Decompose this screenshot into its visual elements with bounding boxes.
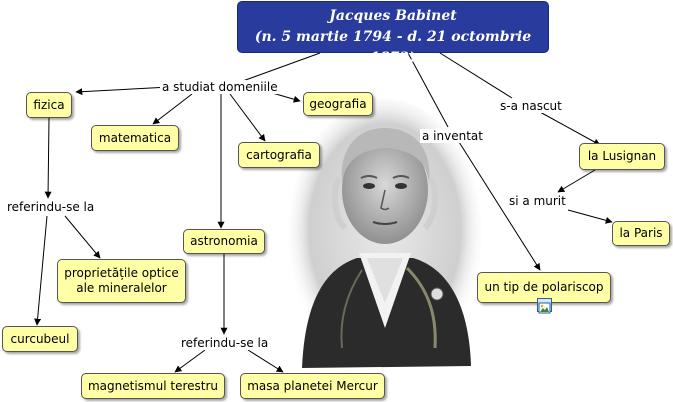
title-node[interactable]: Jacques Babinet (n. 5 martie 1794 - d. 2… bbox=[237, 1, 549, 53]
node-curcubeul[interactable]: curcubeul bbox=[2, 326, 78, 352]
node-fizica[interactable]: fizica bbox=[26, 92, 72, 118]
node-optical-properties-line1: proprietățile optice bbox=[64, 266, 179, 281]
link-invented[interactable]: a inventat bbox=[420, 129, 485, 143]
link-referring-1[interactable]: referindu-se la bbox=[5, 200, 96, 214]
link-referring-2[interactable]: referindu-se la bbox=[179, 336, 270, 350]
node-paris[interactable]: la Paris bbox=[612, 221, 670, 246]
node-optical-properties-line2: ale mineralelor bbox=[76, 281, 167, 296]
node-matematica[interactable]: matematica bbox=[91, 125, 179, 151]
node-masa-mercur[interactable]: masa planetei Mercur bbox=[240, 373, 385, 399]
image-attachment-icon[interactable] bbox=[537, 298, 552, 312]
link-studied-domains[interactable]: a studiat domeniile bbox=[160, 80, 280, 94]
title-name: Jacques Babinet bbox=[238, 6, 548, 27]
node-lusignan[interactable]: la Lusignan bbox=[579, 143, 665, 170]
node-cartografia[interactable]: cartografia bbox=[238, 142, 320, 168]
node-astronomia[interactable]: astronomia bbox=[183, 229, 265, 254]
link-born[interactable]: s-a nascut bbox=[498, 99, 564, 113]
node-geografia[interactable]: geografia bbox=[303, 92, 373, 116]
node-optical-properties[interactable]: proprietățile optice ale mineralelor bbox=[57, 259, 186, 303]
title-dates: (n. 5 martie 1794 - d. 21 octombrie 1872… bbox=[238, 27, 548, 69]
node-magnetismul[interactable]: magnetismul terestru bbox=[81, 373, 225, 399]
link-died[interactable]: si a murit bbox=[507, 194, 568, 208]
